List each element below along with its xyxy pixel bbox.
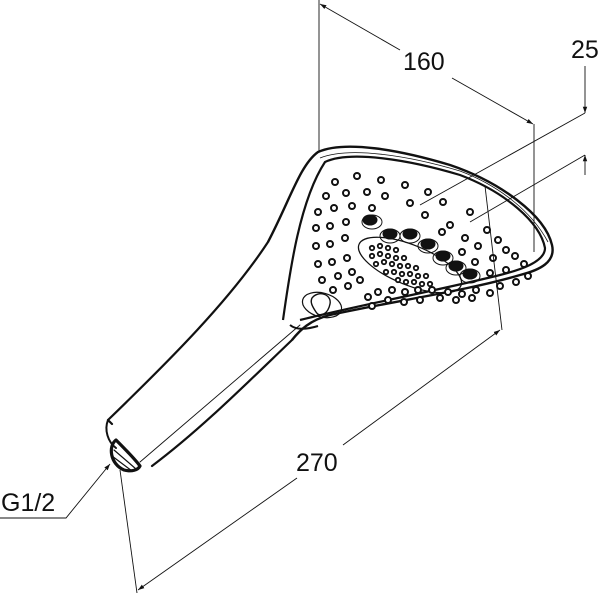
dim-160-line-a: [319, 3, 401, 51]
shower-head: [266, 145, 554, 341]
handle: [105, 240, 301, 473]
dimension-lines: [0, 0, 588, 594]
dim-270-line-b: [137, 477, 298, 591]
centre-jets: [361, 214, 481, 284]
dim-25-ext-bottom: [469, 154, 586, 223]
dim-270-ext-left: [119, 469, 138, 594]
nozzles: [312, 172, 532, 310]
dimension-width-label: 160: [403, 48, 445, 76]
thread-leader: [0, 463, 111, 519]
dim-160-line-b: [451, 77, 534, 125]
spray-selector-toggle: [301, 291, 343, 319]
thread-size-label: G1/2: [1, 489, 56, 517]
dim-270-line-a: [342, 329, 501, 446]
mist-nozzle-cluster: [368, 242, 434, 288]
dimension-depth-label: 25: [571, 36, 599, 64]
thread-connector: [109, 438, 142, 473]
dim-25-ext-top: [419, 112, 586, 206]
dimension-length-label: 270: [296, 449, 338, 477]
dim-270-ext-right: [484, 185, 503, 331]
